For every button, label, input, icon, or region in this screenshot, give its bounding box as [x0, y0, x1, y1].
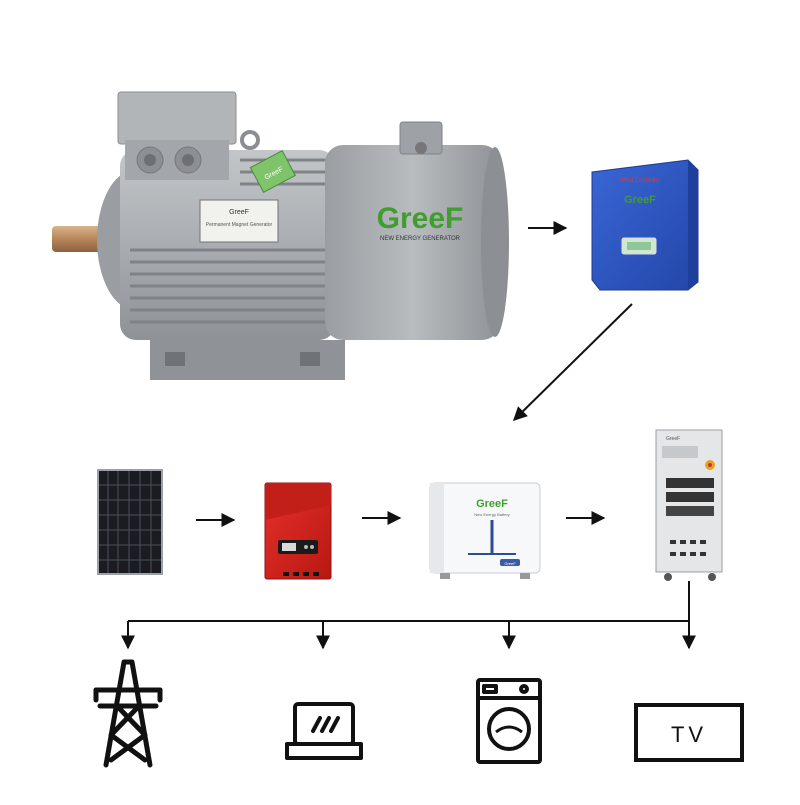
battery-brand: GreeF	[476, 498, 508, 510]
cabinet-terminals	[670, 540, 706, 556]
tv-label: TV	[671, 722, 707, 747]
cabinet-breakers	[666, 478, 714, 488]
inverter	[264, 482, 332, 580]
battery-tagline: New Energy Battery	[474, 512, 510, 517]
distribution-cabinet: GreeF	[655, 429, 723, 581]
solar-panel	[97, 469, 163, 575]
lifting-eye	[240, 130, 260, 150]
inverter-ports	[283, 572, 319, 576]
cabinet-brand: GreeF	[666, 436, 680, 442]
generator-tag: GreeF	[249, 150, 297, 194]
solar-cells	[99, 471, 161, 573]
tv-screen	[634, 703, 744, 762]
generator-brand: GreeF	[377, 202, 464, 235]
generator-body	[120, 150, 335, 340]
terminal-box-lid	[117, 91, 237, 145]
battery-badge: GreeF	[504, 561, 516, 566]
arrow-diagonal-icon	[513, 303, 633, 421]
generator-tagline: NEW ENERGY GENERATOR	[380, 236, 461, 242]
wind-controller: Wind Controller GreeF	[591, 159, 699, 291]
battery-housing	[429, 482, 541, 574]
nameplate-brand: GreeF	[229, 209, 249, 216]
power-tower-icon	[93, 659, 163, 768]
washing-machine-icon	[476, 678, 542, 764]
generator-rear-drum	[325, 145, 500, 340]
nameplate-model: Permanent Magnet Generator	[206, 222, 273, 228]
distribution-lines	[121, 581, 696, 650]
generator-nameplate	[199, 199, 279, 243]
controller-brand: GreeF	[624, 194, 656, 206]
laptop-icon	[285, 702, 363, 760]
battery: GreeF New Energy Battery GreeF	[429, 482, 541, 579]
battery-badge-bg	[500, 559, 520, 566]
tv-icon: TV	[634, 703, 744, 762]
generator: GreeF Permanent Magnet Generator GreeF G…	[52, 91, 509, 380]
controller-top-label: Wind Controller	[619, 178, 660, 184]
